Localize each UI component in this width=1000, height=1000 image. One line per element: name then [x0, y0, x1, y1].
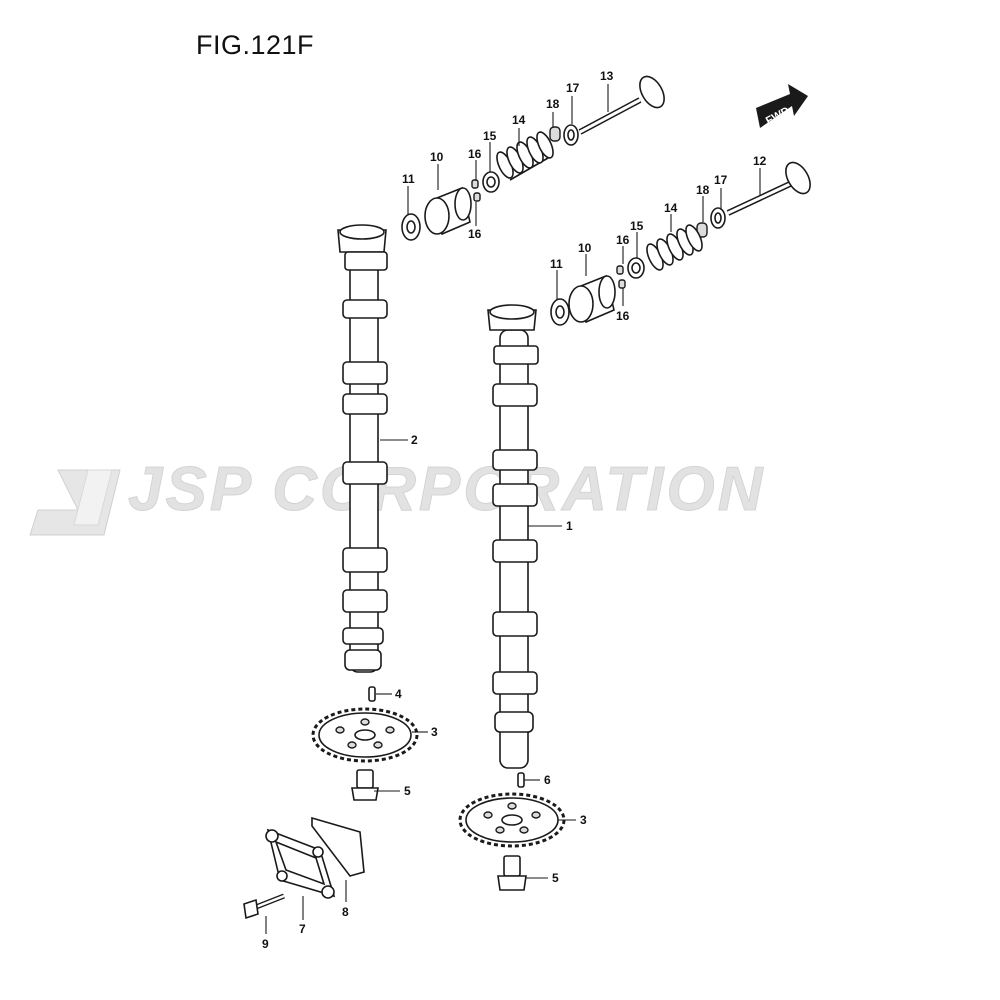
- callout-17b: 17: [714, 173, 728, 187]
- callout-18b: 18: [696, 183, 710, 197]
- callout-1: 1: [566, 519, 573, 533]
- callout-3-upper: 3: [431, 725, 438, 739]
- camshaft-2: [337, 224, 388, 673]
- callout-5-upper: 5: [404, 784, 411, 798]
- callout-10b: 10: [578, 241, 592, 255]
- callout-16c: 16: [616, 233, 630, 247]
- leader-lines: [265, 84, 761, 934]
- callout-5-lower: 5: [552, 871, 559, 885]
- valve-assembly-upper: [401, 75, 665, 241]
- bolt-5-upper: [351, 769, 379, 801]
- callout-15: 15: [483, 129, 497, 143]
- valve-spring-14: [496, 131, 554, 181]
- callout-16-lower: 16: [468, 227, 482, 241]
- cotter-16-bottom: [473, 192, 481, 202]
- gasket-8: [311, 816, 365, 877]
- bolt-9: [243, 893, 285, 920]
- callout-2: 2: [411, 433, 418, 447]
- callout-15b: 15: [630, 219, 644, 233]
- callout-9: 9: [262, 937, 269, 951]
- callout-16d: 16: [616, 309, 630, 323]
- valve-assembly-lower: [550, 161, 811, 326]
- camshaft-1: [487, 304, 539, 769]
- callout-11b: 11: [550, 257, 563, 271]
- cam-sprocket-3-upper: [311, 707, 419, 763]
- valve-spring-14b: [646, 224, 703, 271]
- callout-14: 14: [512, 113, 526, 127]
- callout-7: 7: [299, 922, 306, 936]
- callout-6: 6: [544, 773, 551, 787]
- cotter-16c: [616, 265, 624, 275]
- dowel-pin-6: [517, 772, 525, 788]
- valve-12: [726, 161, 811, 216]
- figure-title: FIG.121F: [196, 30, 315, 60]
- cotter-16-top: [471, 179, 479, 189]
- callout-3-lower: 3: [580, 813, 587, 827]
- watermark-logo-icon: [29, 469, 121, 536]
- dowel-pin-4: [368, 686, 376, 702]
- bolt-5-lower: [497, 855, 527, 891]
- fwd-arrow-icon: FWD: [756, 84, 808, 128]
- callout-8: 8: [342, 905, 349, 919]
- callout-10: 10: [430, 150, 444, 164]
- callout-16: 16: [468, 147, 482, 161]
- callout-17: 17: [566, 81, 580, 95]
- callout-labels: 13 17 18 14 15 16 10 11 16 12 18 17 14 1…: [262, 69, 767, 951]
- valve-seal-18: [549, 126, 561, 142]
- cotter-16d: [618, 279, 626, 289]
- callout-13: 13: [600, 69, 614, 83]
- callout-12: 12: [753, 154, 767, 168]
- callout-14b: 14: [664, 201, 678, 215]
- callout-18: 18: [546, 97, 560, 111]
- watermark: JSP CORPORATION: [29, 455, 766, 536]
- watermark-text: JSP CORPORATION: [128, 455, 766, 524]
- valve-13: [578, 75, 665, 135]
- cam-sprocket-3-lower: [458, 792, 566, 848]
- tappet-10b: [568, 274, 616, 324]
- cover-7: [265, 828, 336, 899]
- tappet-10: [424, 186, 472, 236]
- callout-4: 4: [395, 687, 402, 701]
- callout-11: 11: [402, 172, 415, 186]
